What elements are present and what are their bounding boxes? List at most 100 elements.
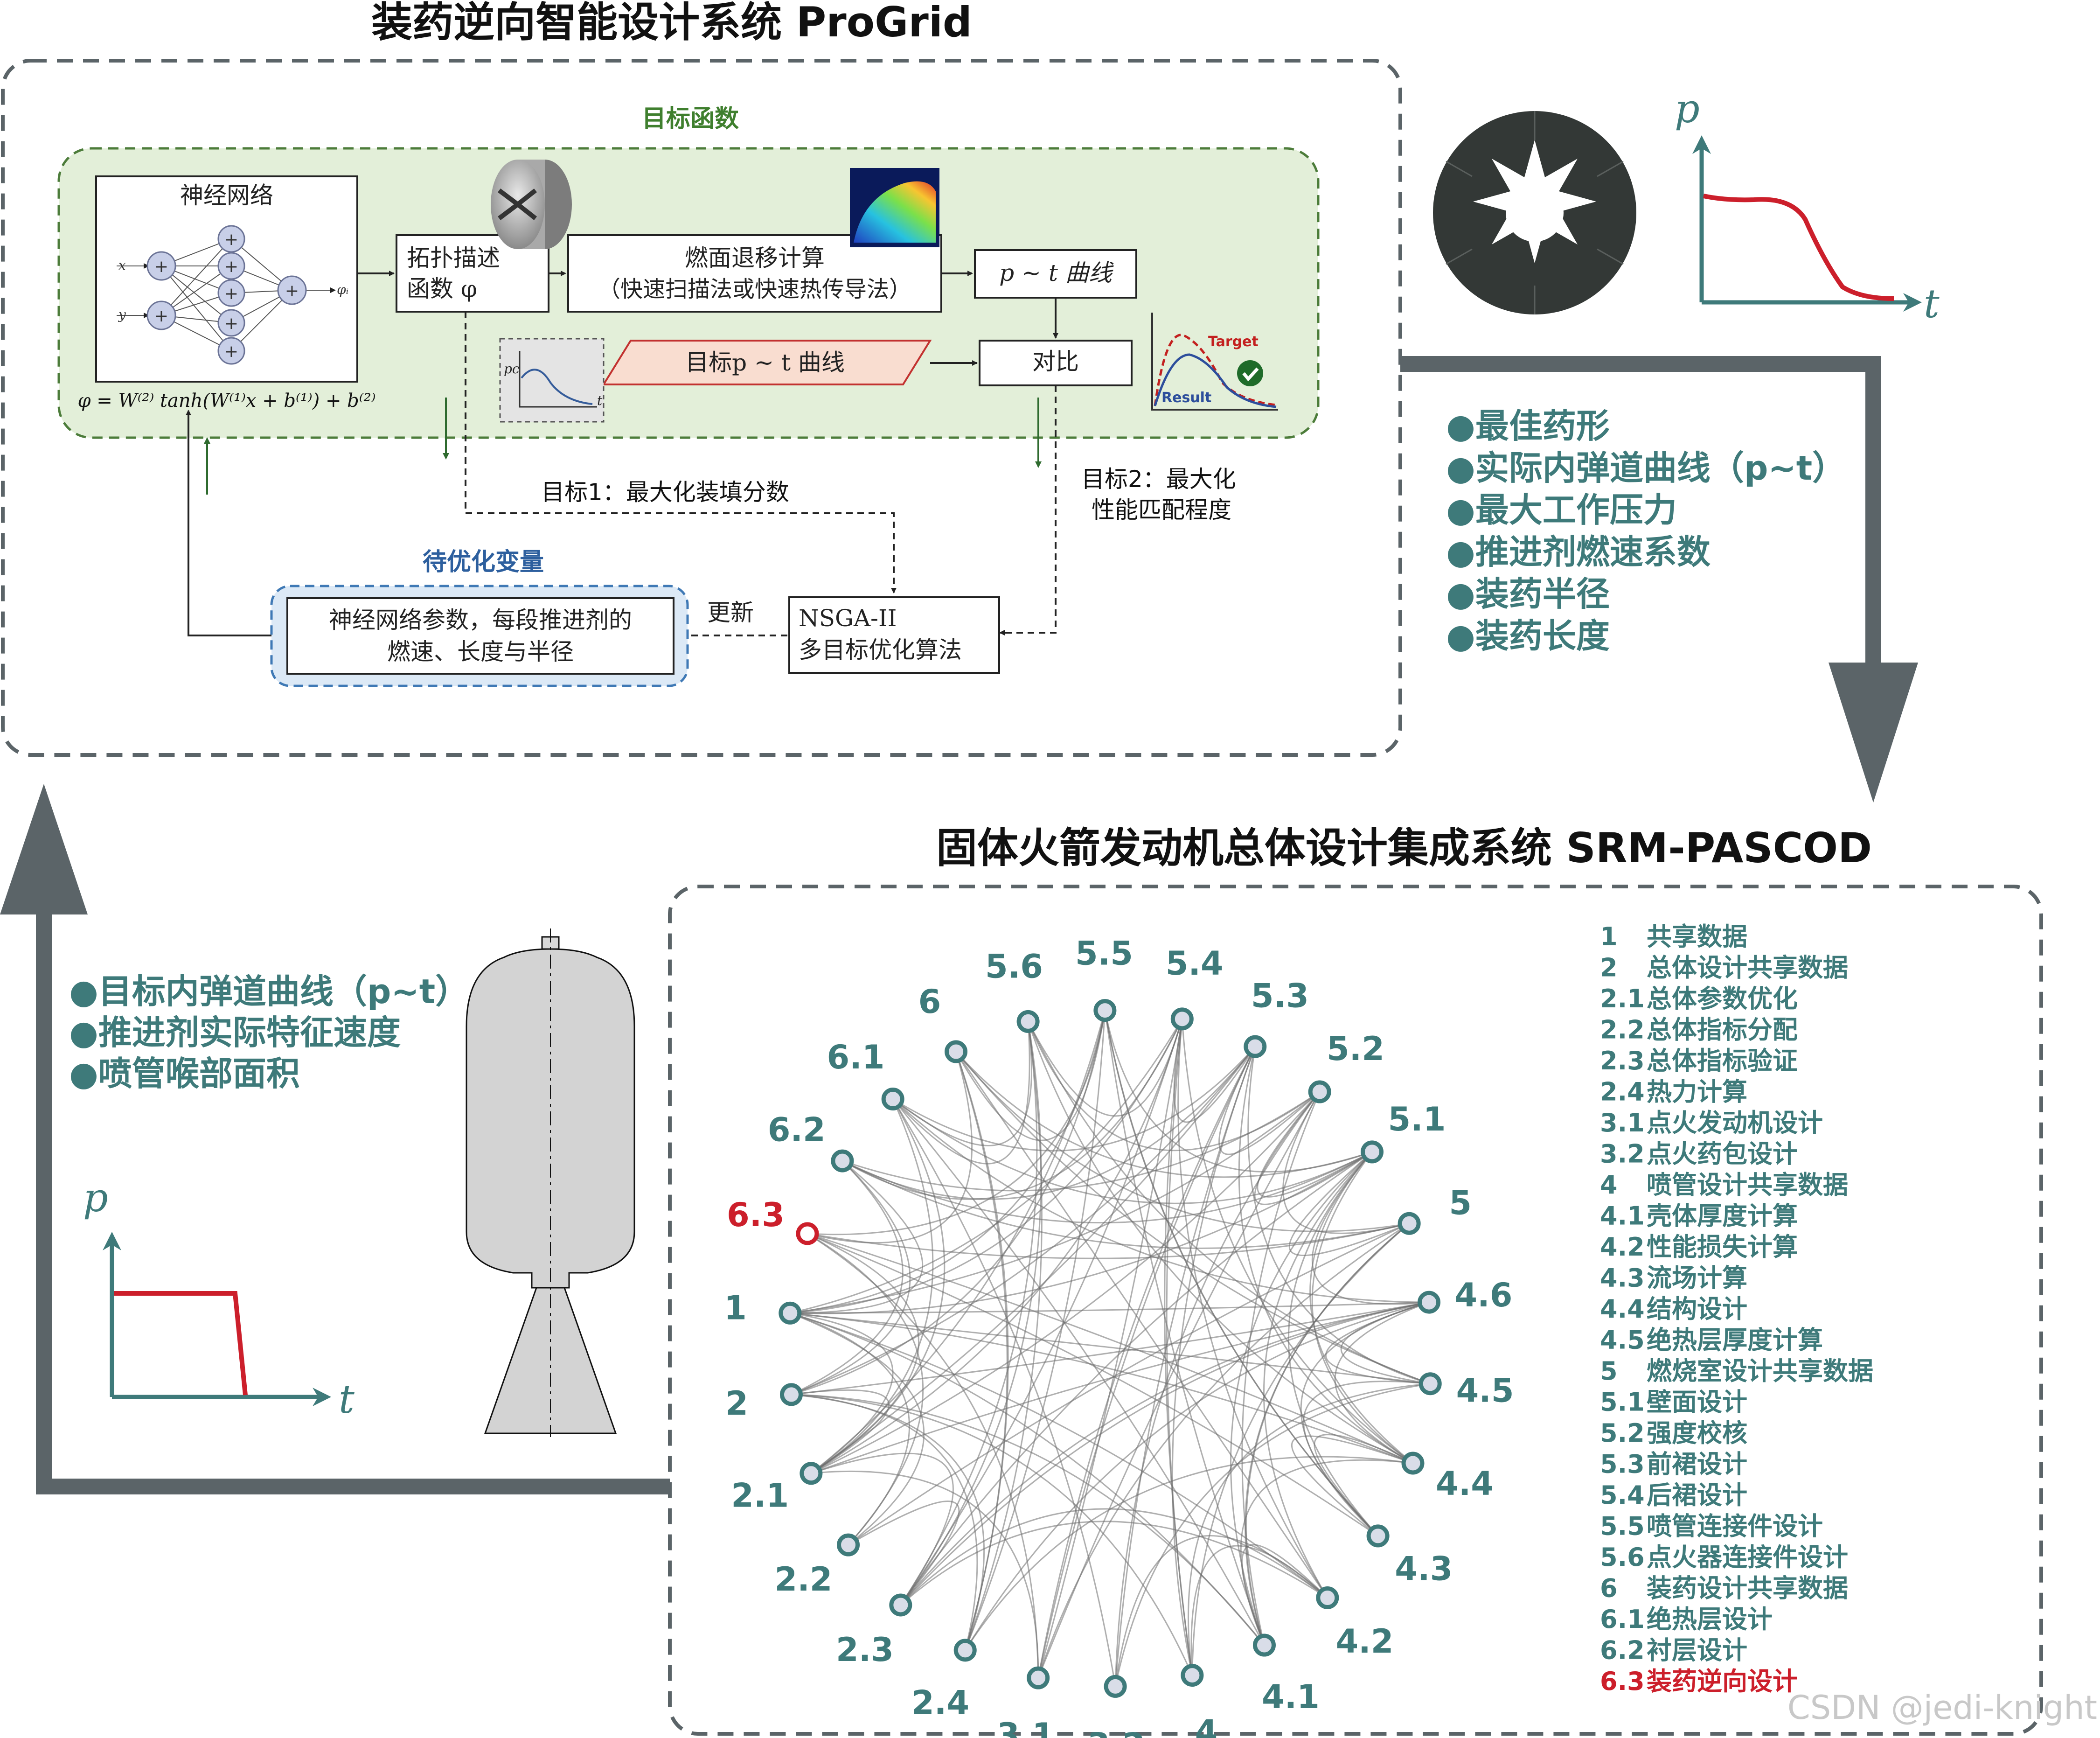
legend-text: 装药逆向设计	[1647, 1667, 1798, 1696]
chord-node-label: 5.6	[985, 948, 1043, 986]
input-item: ●目标内弹道曲线（p~t）	[69, 972, 469, 1011]
chord-edge	[1309, 1151, 1413, 1464]
legend-text: 衬层设计	[1647, 1636, 1747, 1665]
chord-edge	[1172, 1046, 1256, 1675]
chord-node-label: 5	[1449, 1184, 1472, 1222]
legend-text: 总体指标分配	[1647, 1015, 1798, 1045]
legend-text: 绝热层设计	[1647, 1605, 1773, 1634]
legend-text: 点火药包设计	[1647, 1139, 1798, 1169]
feedback-line	[186, 410, 271, 636]
objective-panel-title: 目标函数	[642, 105, 739, 133]
chord-edge	[790, 1312, 1431, 1385]
chord-node	[1316, 1586, 1339, 1609]
nsga-line1: NSGA-II	[799, 605, 897, 632]
legend-text: 燃烧室设计共享数据	[1647, 1356, 1873, 1386]
chord-node-label: 4.3	[1395, 1550, 1453, 1588]
legend-text: 后裙设计	[1647, 1480, 1747, 1510]
legend-text: 壳体厚度计算	[1647, 1201, 1798, 1231]
chord-edge	[900, 1521, 1328, 1606]
legend-text: 壁面设计	[1647, 1388, 1747, 1417]
right-graph-t: t	[1924, 281, 1940, 327]
chord-node-label: 4.5	[1456, 1372, 1514, 1410]
chord-edge	[964, 1010, 1106, 1651]
chord-node-label: 3.2	[1087, 1726, 1145, 1738]
progrid-frame	[1, 59, 1402, 757]
chord-edge	[964, 1021, 1043, 1651]
mini-curve-axes	[519, 351, 597, 408]
output-item: ●推进剂燃速系数	[1446, 532, 1711, 572]
legend-num: 5.4	[1600, 1480, 1645, 1510]
chord-edge	[900, 1508, 1328, 1606]
green-arrows	[204, 398, 1042, 495]
legend-text: 装药设计共享数据	[1647, 1574, 1848, 1603]
chord-node-label: 6	[918, 983, 941, 1021]
chord-edge	[1177, 1019, 1328, 1598]
chord-node	[1419, 1372, 1442, 1396]
grain-cylinder-image	[491, 160, 572, 249]
chord-edge	[900, 1021, 1038, 1605]
chord-edge	[892, 1098, 1116, 1687]
legend-num: 5	[1600, 1356, 1618, 1386]
compare-label: 对比	[1032, 348, 1079, 375]
svg-text:+: +	[224, 342, 238, 361]
chord-edge	[1300, 1301, 1429, 1536]
burn-line1: 燃面退移计算	[685, 244, 825, 272]
chord-edge	[807, 1233, 1413, 1464]
chord-edge	[1188, 1383, 1431, 1675]
pt-curve-box	[974, 249, 1137, 299]
chord-edge	[1311, 1151, 1429, 1305]
mini-curve-box	[499, 338, 605, 423]
chord-edge	[791, 1301, 1429, 1396]
grain-cross-section	[1433, 111, 1636, 314]
legend-num: 1	[1600, 922, 1618, 951]
nn-box-title: 神经网络	[180, 182, 273, 209]
chord-edge	[791, 1046, 1256, 1396]
chord-edge	[807, 1222, 1410, 1259]
chord-node-label: 5.5	[1075, 935, 1133, 973]
chord-edge	[892, 1098, 1429, 1303]
svg-text:+: +	[154, 307, 168, 326]
chord-edge	[900, 1301, 1429, 1605]
legend-num: 2.2	[1600, 1015, 1645, 1045]
chord-edge	[791, 1160, 904, 1396]
chord-edge	[955, 1010, 1106, 1141]
outputs-right-list: ●最佳药形●实际内弹道曲线（p~t）●最大工作压力●推进剂燃速系数●装药半径●装…	[1446, 406, 1846, 656]
panel-arrows	[357, 271, 1058, 366]
nn-input-y: y	[118, 307, 126, 322]
target-label: Target	[1208, 334, 1259, 350]
legend-num: 5.2	[1600, 1418, 1645, 1448]
legend-num: 5.1	[1600, 1388, 1645, 1417]
chord-edge	[1190, 1545, 1328, 1675]
mini-curve-line	[521, 369, 593, 405]
chord-edge	[1037, 1046, 1256, 1678]
chord-edge	[900, 1301, 1429, 1605]
heatmap-image	[850, 168, 939, 247]
chord-edge	[1257, 1091, 1373, 1198]
legend-num: 4.5	[1600, 1326, 1645, 1355]
svg-text:+: +	[154, 257, 168, 276]
chord-edge	[811, 1452, 954, 1605]
svg-text:+: +	[224, 284, 238, 303]
nn-nodes	[146, 225, 307, 365]
chord-edge	[1104, 1010, 1265, 1646]
legend-text: 喷管连接件设计	[1647, 1512, 1823, 1541]
chord-edge	[955, 1051, 1372, 1178]
legend-text: 强度校核	[1647, 1418, 1747, 1448]
nsga-line2: 多目标优化算法	[799, 636, 962, 663]
svg-text:+: +	[285, 281, 299, 300]
svg-text:+: +	[224, 257, 238, 276]
legend-num: 4.2	[1600, 1232, 1645, 1262]
chord-node	[889, 1593, 912, 1617]
chord-edge	[1114, 1046, 1256, 1687]
chord-node	[1016, 1010, 1040, 1033]
chord-node-label: 5.4	[1166, 944, 1224, 983]
chord-node	[1170, 1007, 1194, 1031]
chord-node	[1181, 1664, 1204, 1687]
chord-edge	[1164, 1019, 1193, 1675]
chord-node	[1093, 999, 1117, 1022]
nn-formula: φ = W⁽²⁾ tanh(W⁽¹⁾x + b⁽¹⁾) + b⁽²⁾	[78, 390, 376, 412]
objective1: 目标1：最大化装填分数	[541, 479, 789, 506]
chord-edge	[811, 1046, 1256, 1474]
